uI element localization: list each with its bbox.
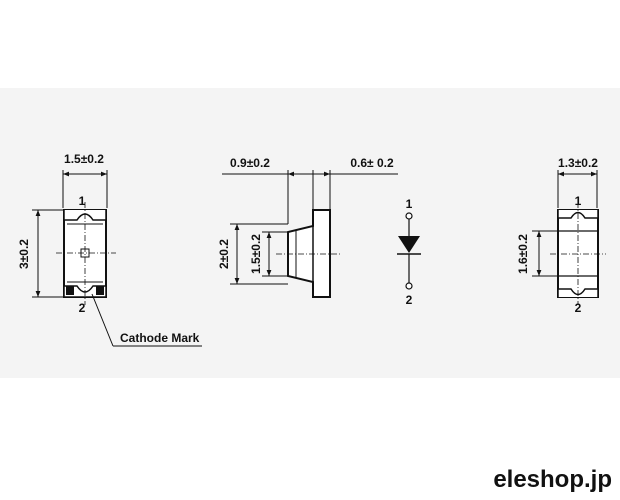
cathode-mark-left	[66, 286, 74, 295]
cathode-mark-right	[96, 286, 104, 295]
anode-terminal	[405, 212, 413, 220]
symbol-pin-2: 2	[406, 293, 413, 307]
cathode-mark-callout: Cathode Mark	[120, 331, 200, 345]
symbol-pin-1: 1	[406, 197, 413, 211]
back-height-dimension: 1.6±0.2	[516, 234, 530, 274]
lens-height-dimension: 1.5±0.2	[249, 234, 263, 274]
diode-triangle-icon	[398, 236, 420, 253]
front-width-dimension: 1.5±0.2	[64, 152, 104, 166]
lead-length-dimension: 0.9±0.2	[230, 156, 270, 170]
side-body-outline	[287, 209, 331, 298]
cathode-terminal	[405, 282, 413, 290]
brand-watermark: eleshop.jp	[493, 466, 612, 493]
back-view: 1.3±0.2 1.6±0.2 1 2	[516, 156, 606, 315]
side-view: 0.9±0.2 0.6± 0.2 2±0.2 1.5±0.2	[217, 156, 398, 298]
body-height-dimension: 2±0.2	[217, 239, 231, 269]
back-pin-1: 1	[575, 194, 582, 208]
front-height-dimension: 3±0.2	[17, 239, 31, 269]
diode-symbol: 1 2	[397, 197, 421, 307]
front-pin-1: 1	[79, 194, 86, 208]
tab-width-dimension: 0.6± 0.2	[350, 156, 394, 170]
led-chip	[80, 248, 90, 258]
front-view: 1.5±0.2 3±0.2 1 2	[17, 152, 202, 347]
back-pin-2: 2	[575, 301, 582, 315]
back-width-dimension: 1.3±0.2	[558, 156, 598, 170]
front-pin-2: 2	[79, 301, 86, 315]
